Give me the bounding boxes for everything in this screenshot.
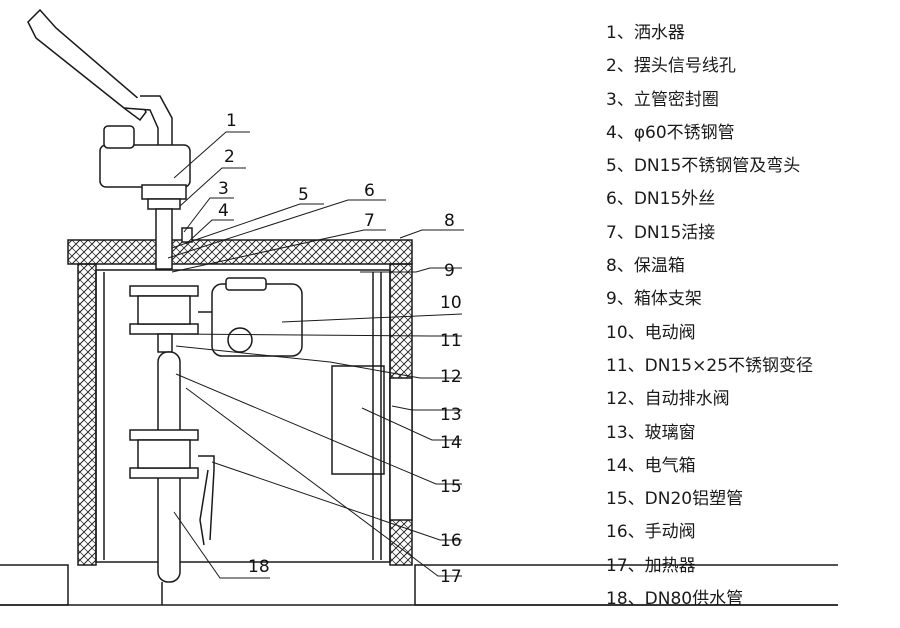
upper-flange [129,285,199,297]
leader-lines [167,131,464,579]
callout-15: 15 [440,477,462,497]
callout-3: 3 [218,179,229,199]
parts-legend: 1、洒水器 2、摆头信号线孔 3、立管密封圈 4、φ60不锈钢管 5、DN15不… [606,22,813,621]
electrical-box [331,365,385,475]
callout-6: 6 [364,181,375,201]
callout-13: 13 [440,405,462,425]
callout-8: 8 [444,211,455,231]
upper-flange-b [129,323,199,335]
legend-item: 18、DN80供水管 [606,589,744,610]
legend-item: 6、DN15外丝 [606,189,716,210]
electric-valve-cap [225,277,267,291]
callout-14: 14 [440,433,462,453]
lower-flange-b [129,467,199,479]
box-lid [67,239,413,265]
callout-11: 11 [440,331,462,351]
legend-item: 15、DN20铝塑管 [606,489,744,510]
legend-item: 5、DN15不锈钢管及弯头 [606,156,801,177]
electric-valve-gear [227,327,253,353]
heater-wire [199,469,209,546]
legend-item: 11、DN15×25不锈钢变径 [606,355,813,376]
callout-numbers: 1 2 3 4 5 6 7 8 9 10 11 12 13 14 15 16 1… [218,111,462,587]
callout-16: 16 [440,531,462,551]
sprinkler-motor [103,125,135,149]
lower-flange [129,429,199,441]
legend-item: 9、箱体支架 [606,289,702,310]
legend-item: 16、手动阀 [606,522,696,543]
callout-17: 17 [440,567,462,587]
legend-item: 1、洒水器 [606,23,685,43]
legend-item: 3、立管密封圈 [606,89,719,110]
callout-9: 9 [444,261,455,281]
legend-item: 4、φ60不锈钢管 [606,122,735,143]
legend-item: 14、电气箱 [606,455,696,476]
legend-item: 7、DN15活接 [606,222,716,243]
riser-pipe [155,208,173,270]
sprinkler-body [99,144,191,188]
legend-item: 17、加热器 [606,555,696,576]
legend-item: 12、自动排水阀 [606,389,730,410]
sprinkler-nozzle [27,8,147,122]
box-wall-left [77,263,97,566]
callout-1: 1 [226,111,237,131]
lower-valve-body [137,439,191,469]
legend-item: 8、保温箱 [606,256,685,277]
manual-valve-handle [198,455,215,541]
sprinkler-collar [141,184,187,200]
callout-4: 4 [218,201,229,221]
callout-12: 12 [440,367,462,387]
ground-left [0,564,69,606]
upper-valve-body [137,295,191,325]
glass-window [389,377,413,521]
legend-item: 13、玻璃窗 [606,422,696,443]
electric-valve-actuator [211,283,303,357]
callout-10: 10 [440,293,462,313]
callout-5: 5 [298,185,309,205]
legend-item: 10、电动阀 [606,322,696,343]
callout-7: 7 [364,211,375,231]
callout-18: 18 [248,557,270,577]
legend-item: 2、摆头信号线孔 [606,56,736,77]
reducer-fitting [157,333,173,353]
sprinkler-flange [147,198,181,210]
callout-2: 2 [224,147,235,167]
